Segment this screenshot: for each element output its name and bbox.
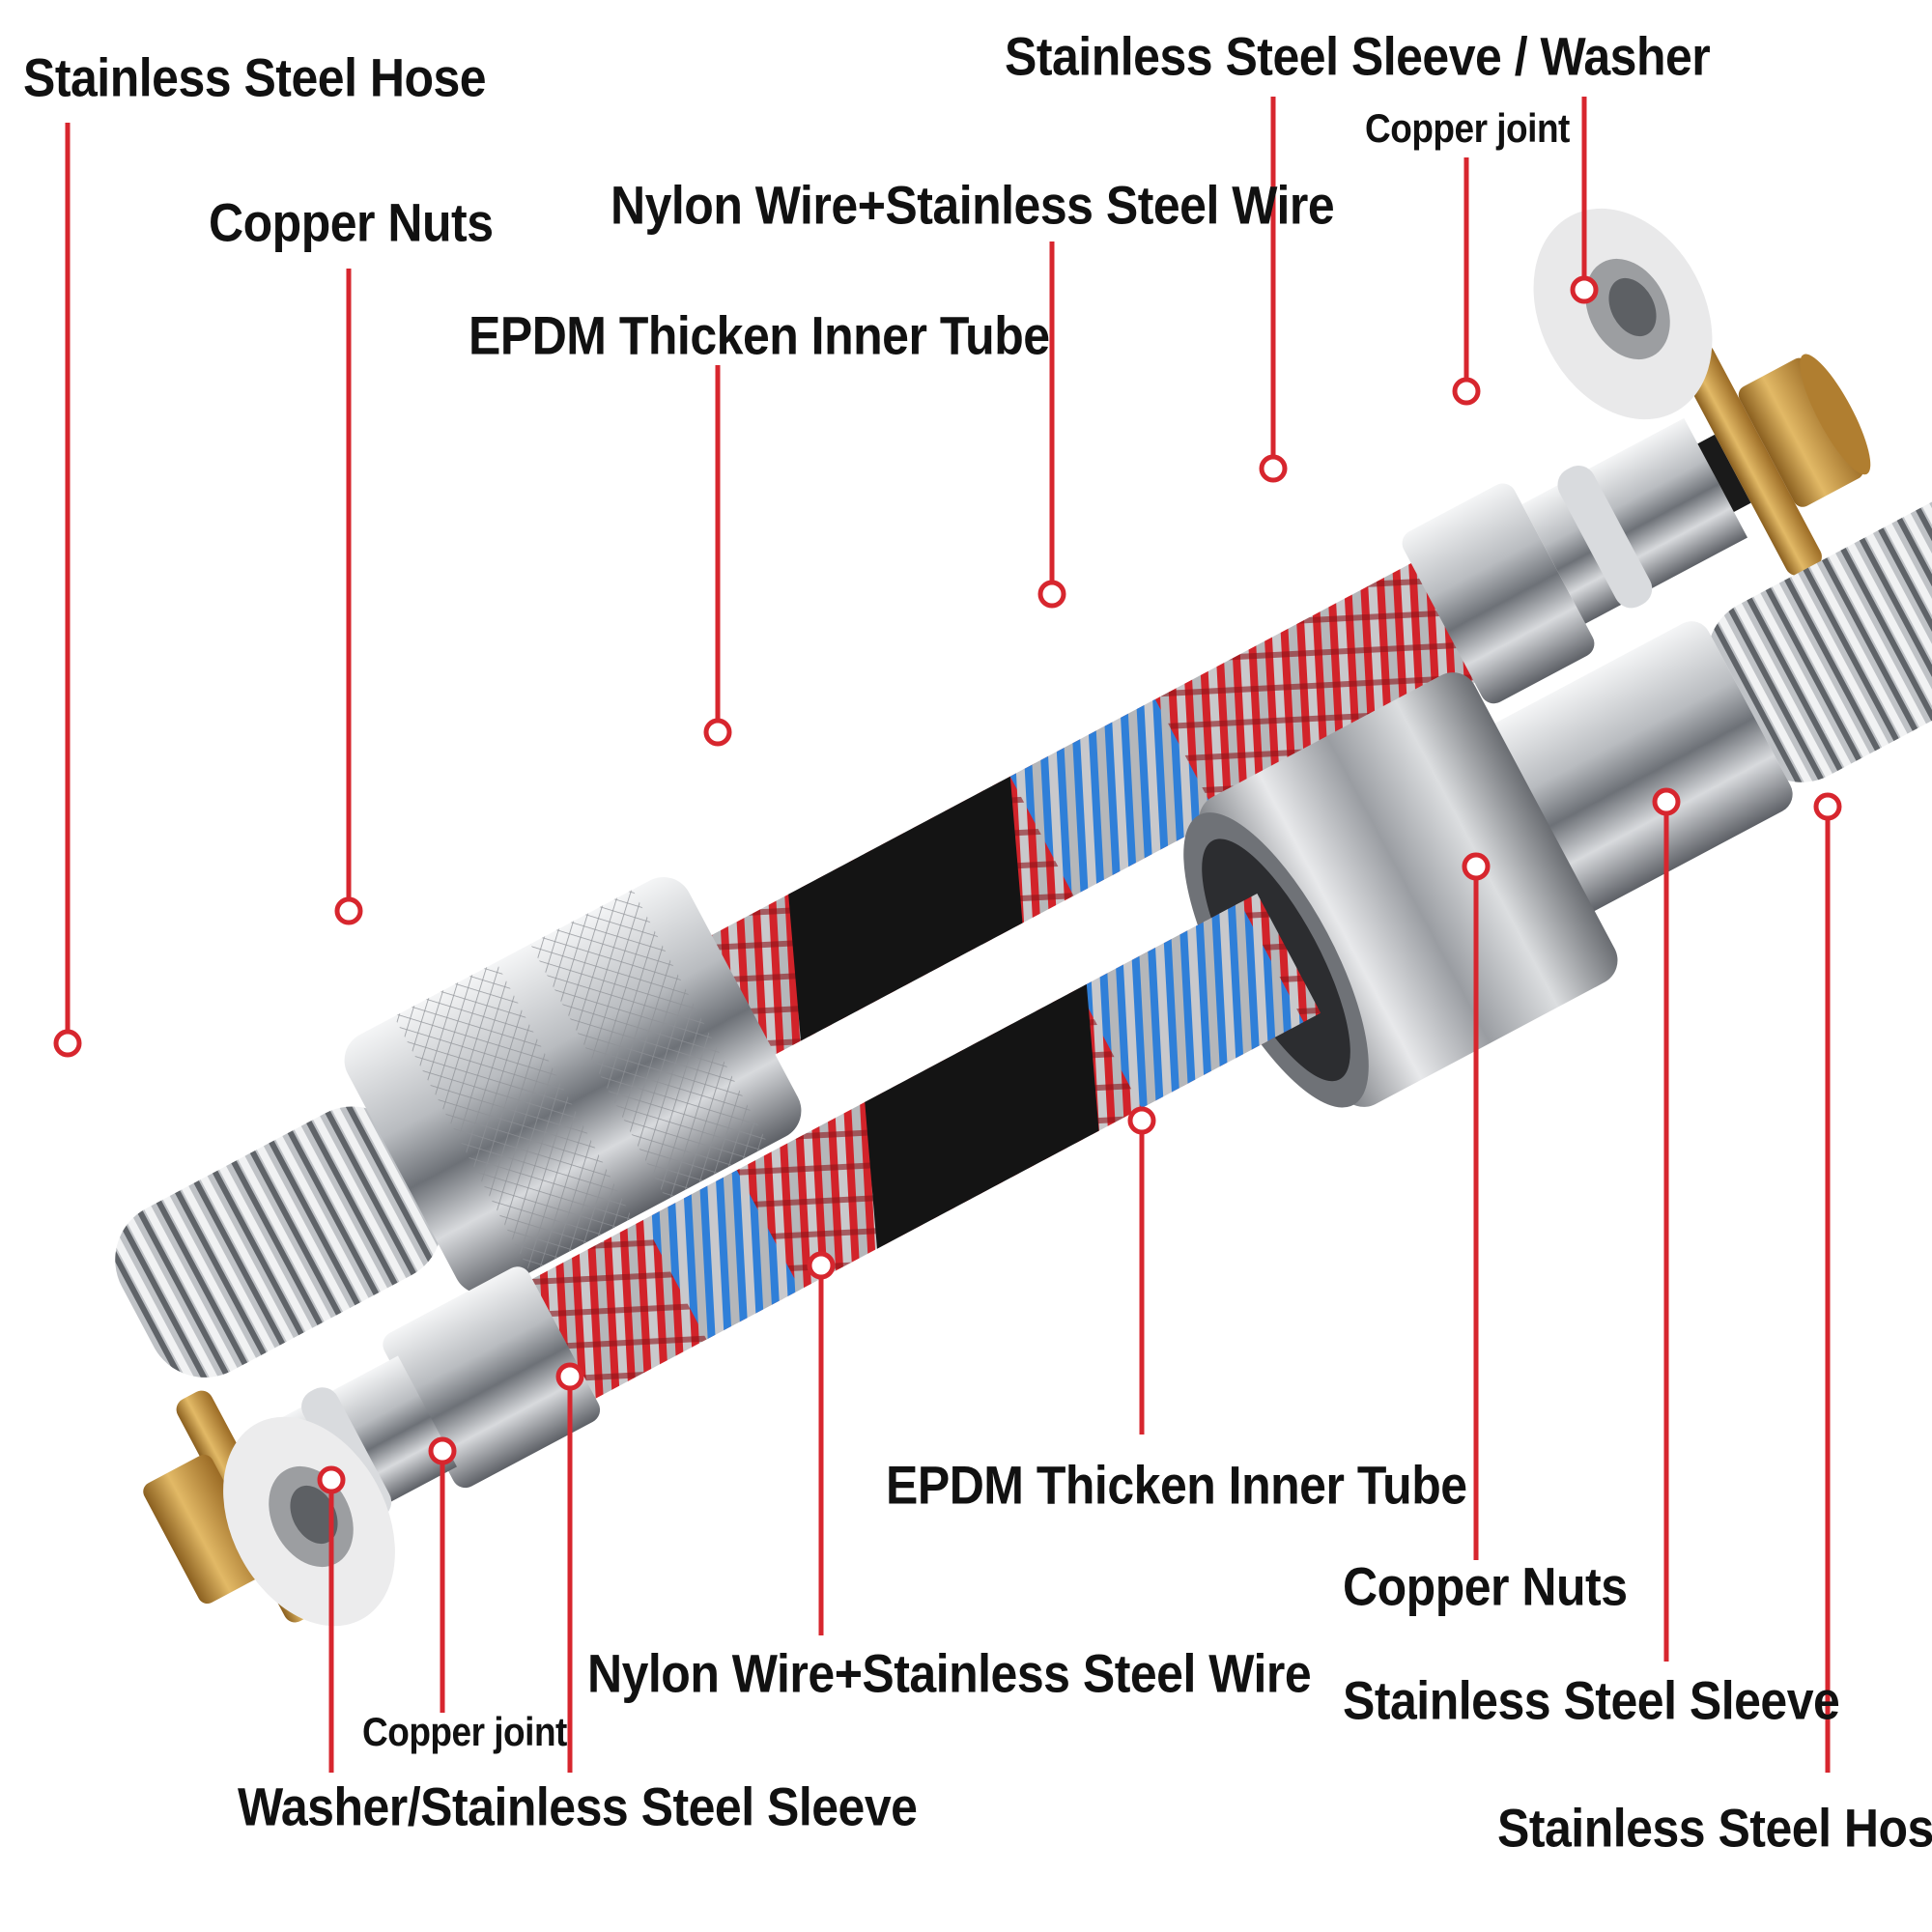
callout-dot-icon xyxy=(1462,852,1491,881)
top-steel-sleeve xyxy=(1402,483,1595,704)
callout-dot-icon xyxy=(317,1465,346,1494)
label-bottom-epdm: EPDM Thicken Inner Tube xyxy=(886,1455,1467,1516)
callout-dot-icon xyxy=(1452,377,1481,406)
top-epdm-tube xyxy=(788,776,1023,1041)
label-top-braid: Nylon Wire+Stainless Steel Wire xyxy=(611,175,1335,236)
callout-dot-icon xyxy=(807,1251,836,1280)
bottom-steel-hose xyxy=(1707,462,1932,782)
label-bottom-sleeve: Stainless Steel Sleeve xyxy=(1343,1670,1840,1731)
top-copper-joint xyxy=(1677,343,1822,576)
bottom-steel-sleeve xyxy=(1484,621,1793,914)
top-hose-assembly xyxy=(115,343,1871,1378)
callout-dot-icon xyxy=(1127,1106,1156,1135)
callout-dot-icon xyxy=(1813,792,1842,821)
callout-dot-icon xyxy=(53,1029,82,1058)
label-top-copper-joint: Copper joint xyxy=(1365,106,1570,151)
label-top-left-nuts: Copper Nuts xyxy=(209,192,494,253)
top-washer xyxy=(1533,208,1713,420)
label-top-left-hose: Stainless Steel Hose xyxy=(23,47,487,108)
top-braid-blue-band xyxy=(1009,698,1219,896)
callout-dot-icon xyxy=(1037,580,1066,609)
label-bottom-washer-sleeve: Washer/Stainless Steel Sleeve xyxy=(238,1776,918,1837)
label-bottom-copper-joint: Copper joint xyxy=(362,1710,567,1754)
bottom-braid-blue-band xyxy=(1077,902,1304,1109)
label-bottom-hose: Stainless Steel Hose xyxy=(1497,1798,1932,1859)
label-bottom-braid: Nylon Wire+Stainless Steel Wire xyxy=(587,1643,1312,1704)
callout-dot-icon xyxy=(703,718,732,747)
top-copper-nut xyxy=(344,876,802,1294)
callout-dot-icon xyxy=(555,1362,584,1391)
callout-dot-icon xyxy=(334,896,363,925)
callout-dot-icon xyxy=(428,1436,457,1465)
label-top-epdm: EPDM Thicken Inner Tube xyxy=(469,305,1050,366)
callout-dot-icon xyxy=(1570,275,1599,304)
bottom-hose-assembly xyxy=(143,462,1932,1623)
top-steel-hose xyxy=(115,1106,442,1378)
callout-dot-icon xyxy=(1259,454,1288,483)
leader-lines xyxy=(65,97,1831,1773)
bottom-epdm-tube xyxy=(865,983,1099,1249)
callout-dot-icon xyxy=(1652,787,1681,816)
label-bottom-copper-nuts: Copper Nuts xyxy=(1343,1556,1628,1617)
label-top-sleeve-washer: Stainless Steel Sleeve / Washer xyxy=(1005,26,1711,87)
callout-markers xyxy=(53,275,1842,1494)
